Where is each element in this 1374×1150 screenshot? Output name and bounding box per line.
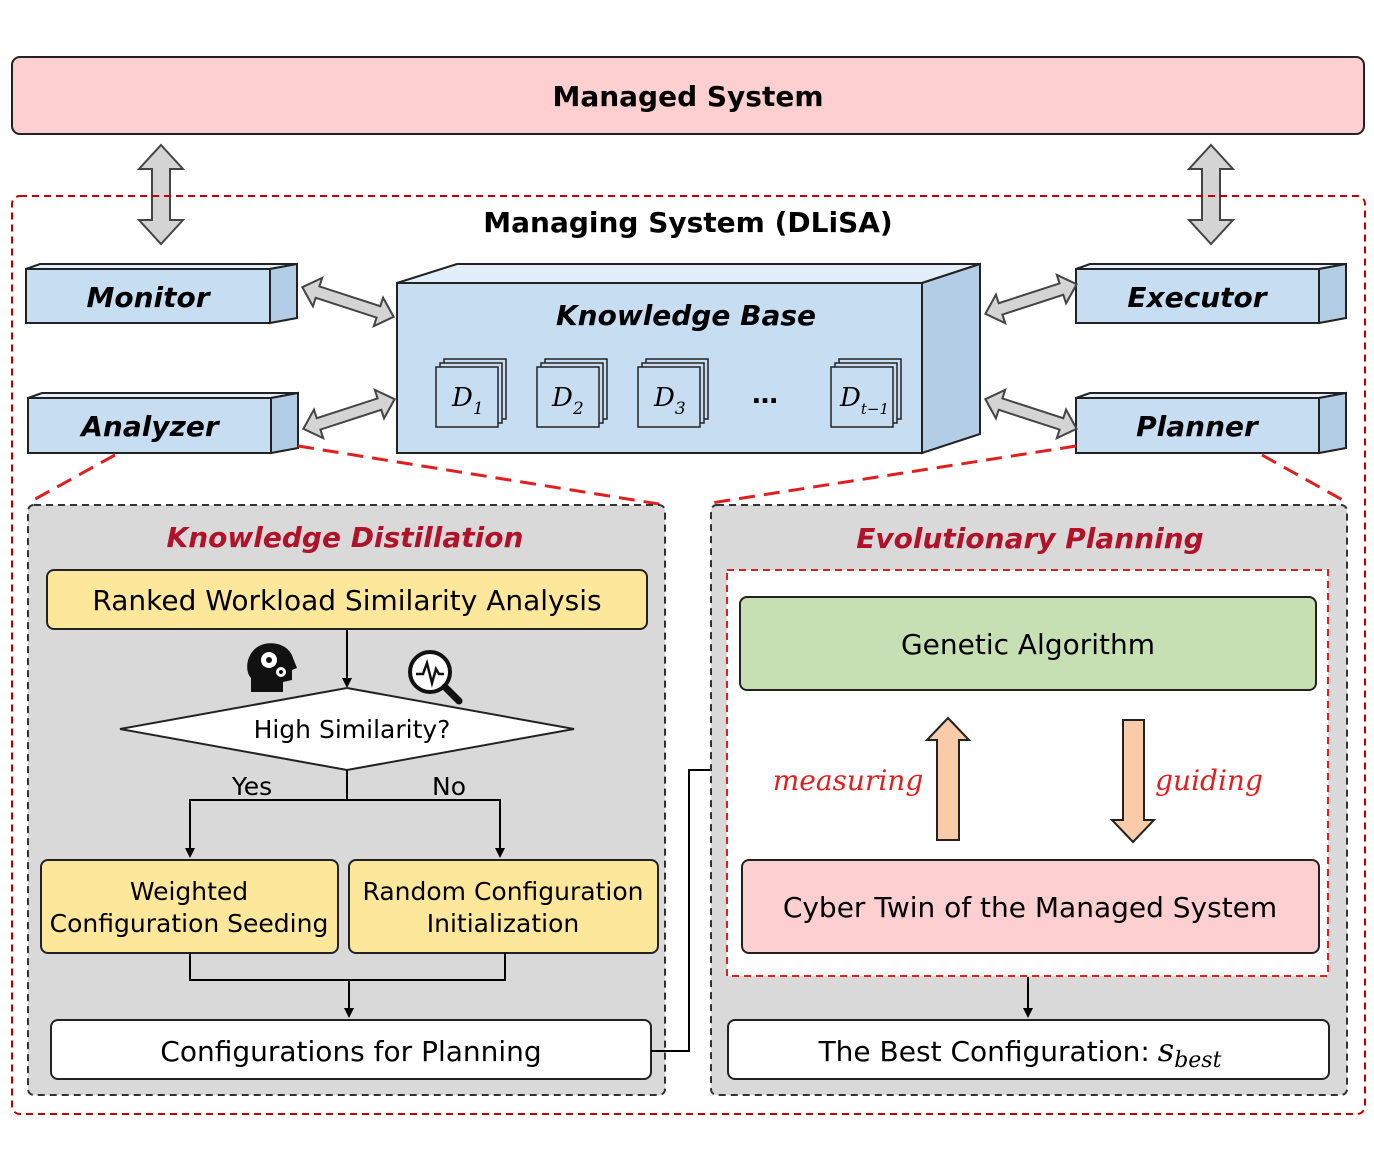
executor-label: Executor xyxy=(1127,281,1268,314)
planner-kb-arrow xyxy=(983,387,1079,441)
zoom-lines xyxy=(27,444,1349,507)
evolutionary-planning-panel: Evolutionary Planning Genetic Algorithm … xyxy=(710,504,1348,1096)
cyber-twin-box xyxy=(741,859,1320,954)
monitor-kb-arrow xyxy=(300,275,396,329)
random-init-line2: Initialization xyxy=(427,909,579,938)
executor-kb-arrow xyxy=(983,272,1079,326)
monitor-box: Monitor xyxy=(25,262,298,325)
configs-to-planning-arrow xyxy=(651,765,725,1052)
random-init-box xyxy=(348,859,659,954)
dataset-dt-minus-1: Dt−1 xyxy=(830,358,902,428)
no-branch-arrow xyxy=(347,799,505,858)
knowledge-distillation-panel: Knowledge Distillation Ranked Workload S… xyxy=(27,504,666,1096)
knowledge-base-title: Knowledge Base xyxy=(556,299,816,332)
dataset-d3: D3 xyxy=(637,358,709,428)
no-label: No xyxy=(432,772,466,801)
high-similarity-label: High Similarity? xyxy=(254,715,451,744)
managing-system-frame xyxy=(11,195,1366,1115)
guiding-label: guiding xyxy=(1155,764,1263,797)
best-configuration-label: The Best Configuration:sbest xyxy=(818,1031,1222,1073)
dataset-d2: D2 xyxy=(536,358,608,428)
genetic-algorithm-label: Genetic Algorithm xyxy=(901,628,1155,661)
genetic-algorithm-box xyxy=(739,596,1317,691)
measuring-up-arrow xyxy=(924,716,972,841)
knowledge-base-box: Knowledge Base D1 D2 D3 … Dt−1 xyxy=(396,262,981,455)
svg-text:D3: D3 xyxy=(653,383,686,419)
svg-text:D2: D2 xyxy=(551,383,584,419)
weighted-seeding-line1: Weighted xyxy=(130,877,248,906)
analyzer-box: Analyzer xyxy=(27,391,299,455)
weighted-seeding-line2: Configuration Seeding xyxy=(50,909,329,938)
merge-connector xyxy=(189,953,506,981)
yes-label: Yes xyxy=(231,772,272,801)
dataset-ellipsis: … xyxy=(752,380,778,410)
managed-system-box: Managed System xyxy=(11,56,1365,135)
monitor-label: Monitor xyxy=(86,281,211,314)
analyzer-kb-arrow xyxy=(301,387,397,441)
head-gears-icon xyxy=(247,643,297,692)
cyber-twin-label: Cyber Twin of the Managed System xyxy=(783,891,1277,924)
managing-system-label: Managing System (DLiSA) xyxy=(483,206,892,239)
magnifier-pulse-icon xyxy=(408,650,463,705)
yes-branch-arrow xyxy=(185,770,348,858)
executor-box: Executor xyxy=(1075,262,1347,325)
planner-box: Planner xyxy=(1075,391,1347,455)
managed-system-label: Managed System xyxy=(552,80,823,113)
evolutionary-planning-title: Evolutionary Planning xyxy=(856,522,1203,555)
planner-label: Planner xyxy=(1136,410,1260,443)
random-init-line1: Random Configuration xyxy=(363,877,644,906)
knowledge-distillation-title: Knowledge Distillation xyxy=(167,521,524,554)
svg-text:Dt−1: Dt−1 xyxy=(839,383,889,418)
configs-for-planning-box xyxy=(50,1019,652,1080)
best-configuration-box xyxy=(727,1019,1330,1080)
right-vertical-double-arrow xyxy=(1186,143,1236,246)
ranked-similarity-box xyxy=(46,569,648,630)
weighted-seeding-box xyxy=(40,859,339,954)
dataset-d1: D1 xyxy=(435,358,507,428)
measuring-label: measuring xyxy=(773,764,924,797)
configs-for-planning-label: Configurations for Planning xyxy=(160,1035,541,1068)
left-vertical-double-arrow xyxy=(136,143,186,246)
svg-text:D1: D1 xyxy=(451,383,484,419)
ranked-similarity-label: Ranked Workload Similarity Analysis xyxy=(92,584,601,617)
analyzer-label: Analyzer xyxy=(79,410,221,443)
guiding-down-arrow xyxy=(1109,719,1157,844)
